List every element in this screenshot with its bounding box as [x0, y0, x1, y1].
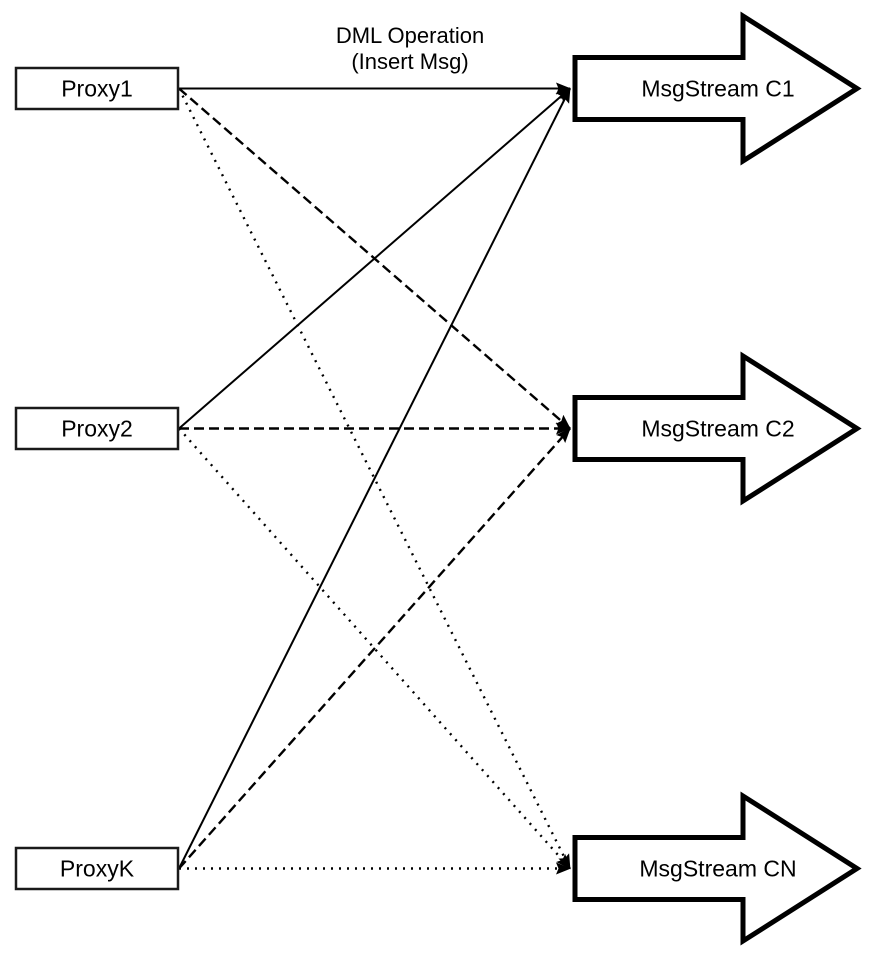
stream-arrow-c2: MsgStream C2 [572, 351, 862, 506]
msgstream-c2-label: MsgStream C2 [641, 416, 794, 442]
proxy-node-proxyk: ProxyK [14, 846, 180, 891]
msgstream-cn-label: MsgStream CN [639, 856, 796, 882]
proxy-node-proxy2: Proxy2 [14, 406, 180, 451]
msgstream-c2-shape [572, 351, 862, 506]
connection-proxy1-c2 [178, 87, 571, 430]
connection-proxyk-c1 [178, 87, 571, 869]
proxy2-box [14, 406, 180, 451]
proxy2-label: Proxy2 [61, 416, 133, 442]
stream-arrow-cn: MsgStream CN [572, 791, 862, 946]
proxyk-box [14, 846, 180, 891]
msgstream-c1-label: MsgStream C1 [641, 76, 794, 102]
proxy-node-proxy1: Proxy1 [14, 66, 180, 111]
msgstream-c1-shape [572, 11, 862, 166]
connection-lines [177, 82, 572, 875]
proxy1-box [14, 66, 180, 111]
stream-arrow-c1: MsgStream C1 [572, 11, 862, 166]
connection-proxyk-c2 [178, 427, 571, 870]
proxyk-label: ProxyK [60, 856, 135, 882]
dml-operation-label-line1: DML Operation [336, 23, 484, 48]
msgstream-cn-shape [572, 791, 862, 946]
connection-proxy1-cn [177, 87, 572, 870]
dml-operation-label-line2: (Insert Msg) [351, 49, 468, 74]
proxy1-label: Proxy1 [61, 76, 133, 102]
